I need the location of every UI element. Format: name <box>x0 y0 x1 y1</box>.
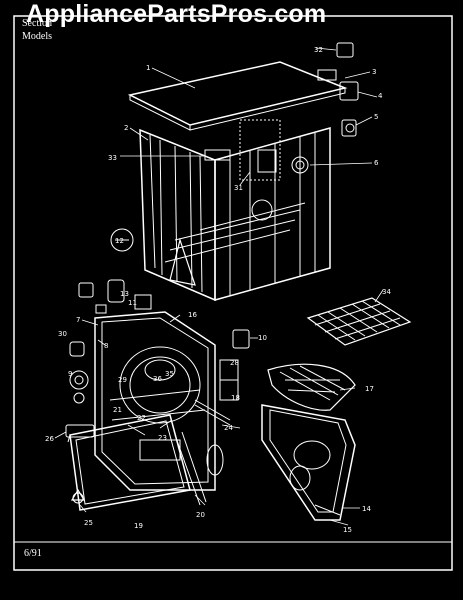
callout-28: 28 <box>230 359 239 367</box>
section-label: Section <box>22 18 52 29</box>
callout-7: 7 <box>76 316 80 324</box>
page-border <box>13 15 453 571</box>
callout-32: 32 <box>314 46 323 54</box>
callout-labels: 1 2 3 4 5 6 7 8 9 10 11 12 13 14 15 16 1… <box>45 46 391 534</box>
lint-screen-34 <box>306 297 412 346</box>
callout-21: 21 <box>113 406 122 414</box>
callout-34: 34 <box>382 288 391 296</box>
leader-lines <box>54 47 384 526</box>
callout-26: 26 <box>45 435 54 443</box>
callout-3: 3 <box>372 68 376 76</box>
callout-4: 4 <box>378 92 383 100</box>
watermark: AppliancePartsPros.com <box>26 0 327 28</box>
callout-14: 14 <box>362 505 371 513</box>
top-right-parts <box>317 42 359 137</box>
callout-22: 22 <box>137 414 146 422</box>
callout-30: 30 <box>58 330 67 338</box>
callout-5: 5 <box>374 113 378 121</box>
part-12-bracket <box>110 228 134 252</box>
callout-33: 33 <box>108 154 117 162</box>
callout-19: 19 <box>134 522 143 530</box>
callout-36: 36 <box>153 375 162 383</box>
lint-housing-14 <box>261 404 356 521</box>
callout-13: 13 <box>120 290 129 298</box>
callout-15: 15 <box>343 526 352 534</box>
callout-31: 31 <box>234 184 243 192</box>
callout-17: 17 <box>365 385 374 393</box>
callout-29: 29 <box>118 376 127 384</box>
callout-20: 20 <box>196 511 205 519</box>
callout-24: 24 <box>224 424 233 432</box>
door <box>65 414 207 511</box>
callout-16: 16 <box>188 311 197 319</box>
callout-18: 18 <box>231 394 240 402</box>
callout-23: 23 <box>158 434 167 442</box>
cabinet-body <box>139 119 331 302</box>
callout-10: 10 <box>258 334 267 342</box>
models-label: Models <box>22 31 52 42</box>
callout-12: 12 <box>115 237 124 245</box>
cabinet-top <box>127 61 348 131</box>
callout-2: 2 <box>124 124 128 132</box>
callout-9: 9 <box>68 370 72 378</box>
lint-filter-17 <box>267 363 356 411</box>
revision-date: 6/91 <box>24 548 42 559</box>
callout-11: 11 <box>128 299 137 307</box>
front-panel-parts <box>69 279 250 476</box>
callout-8: 8 <box>104 342 108 350</box>
callout-35: 35 <box>165 370 174 378</box>
callout-6: 6 <box>374 159 379 167</box>
callout-25: 25 <box>84 519 93 527</box>
callout-1: 1 <box>146 64 150 72</box>
